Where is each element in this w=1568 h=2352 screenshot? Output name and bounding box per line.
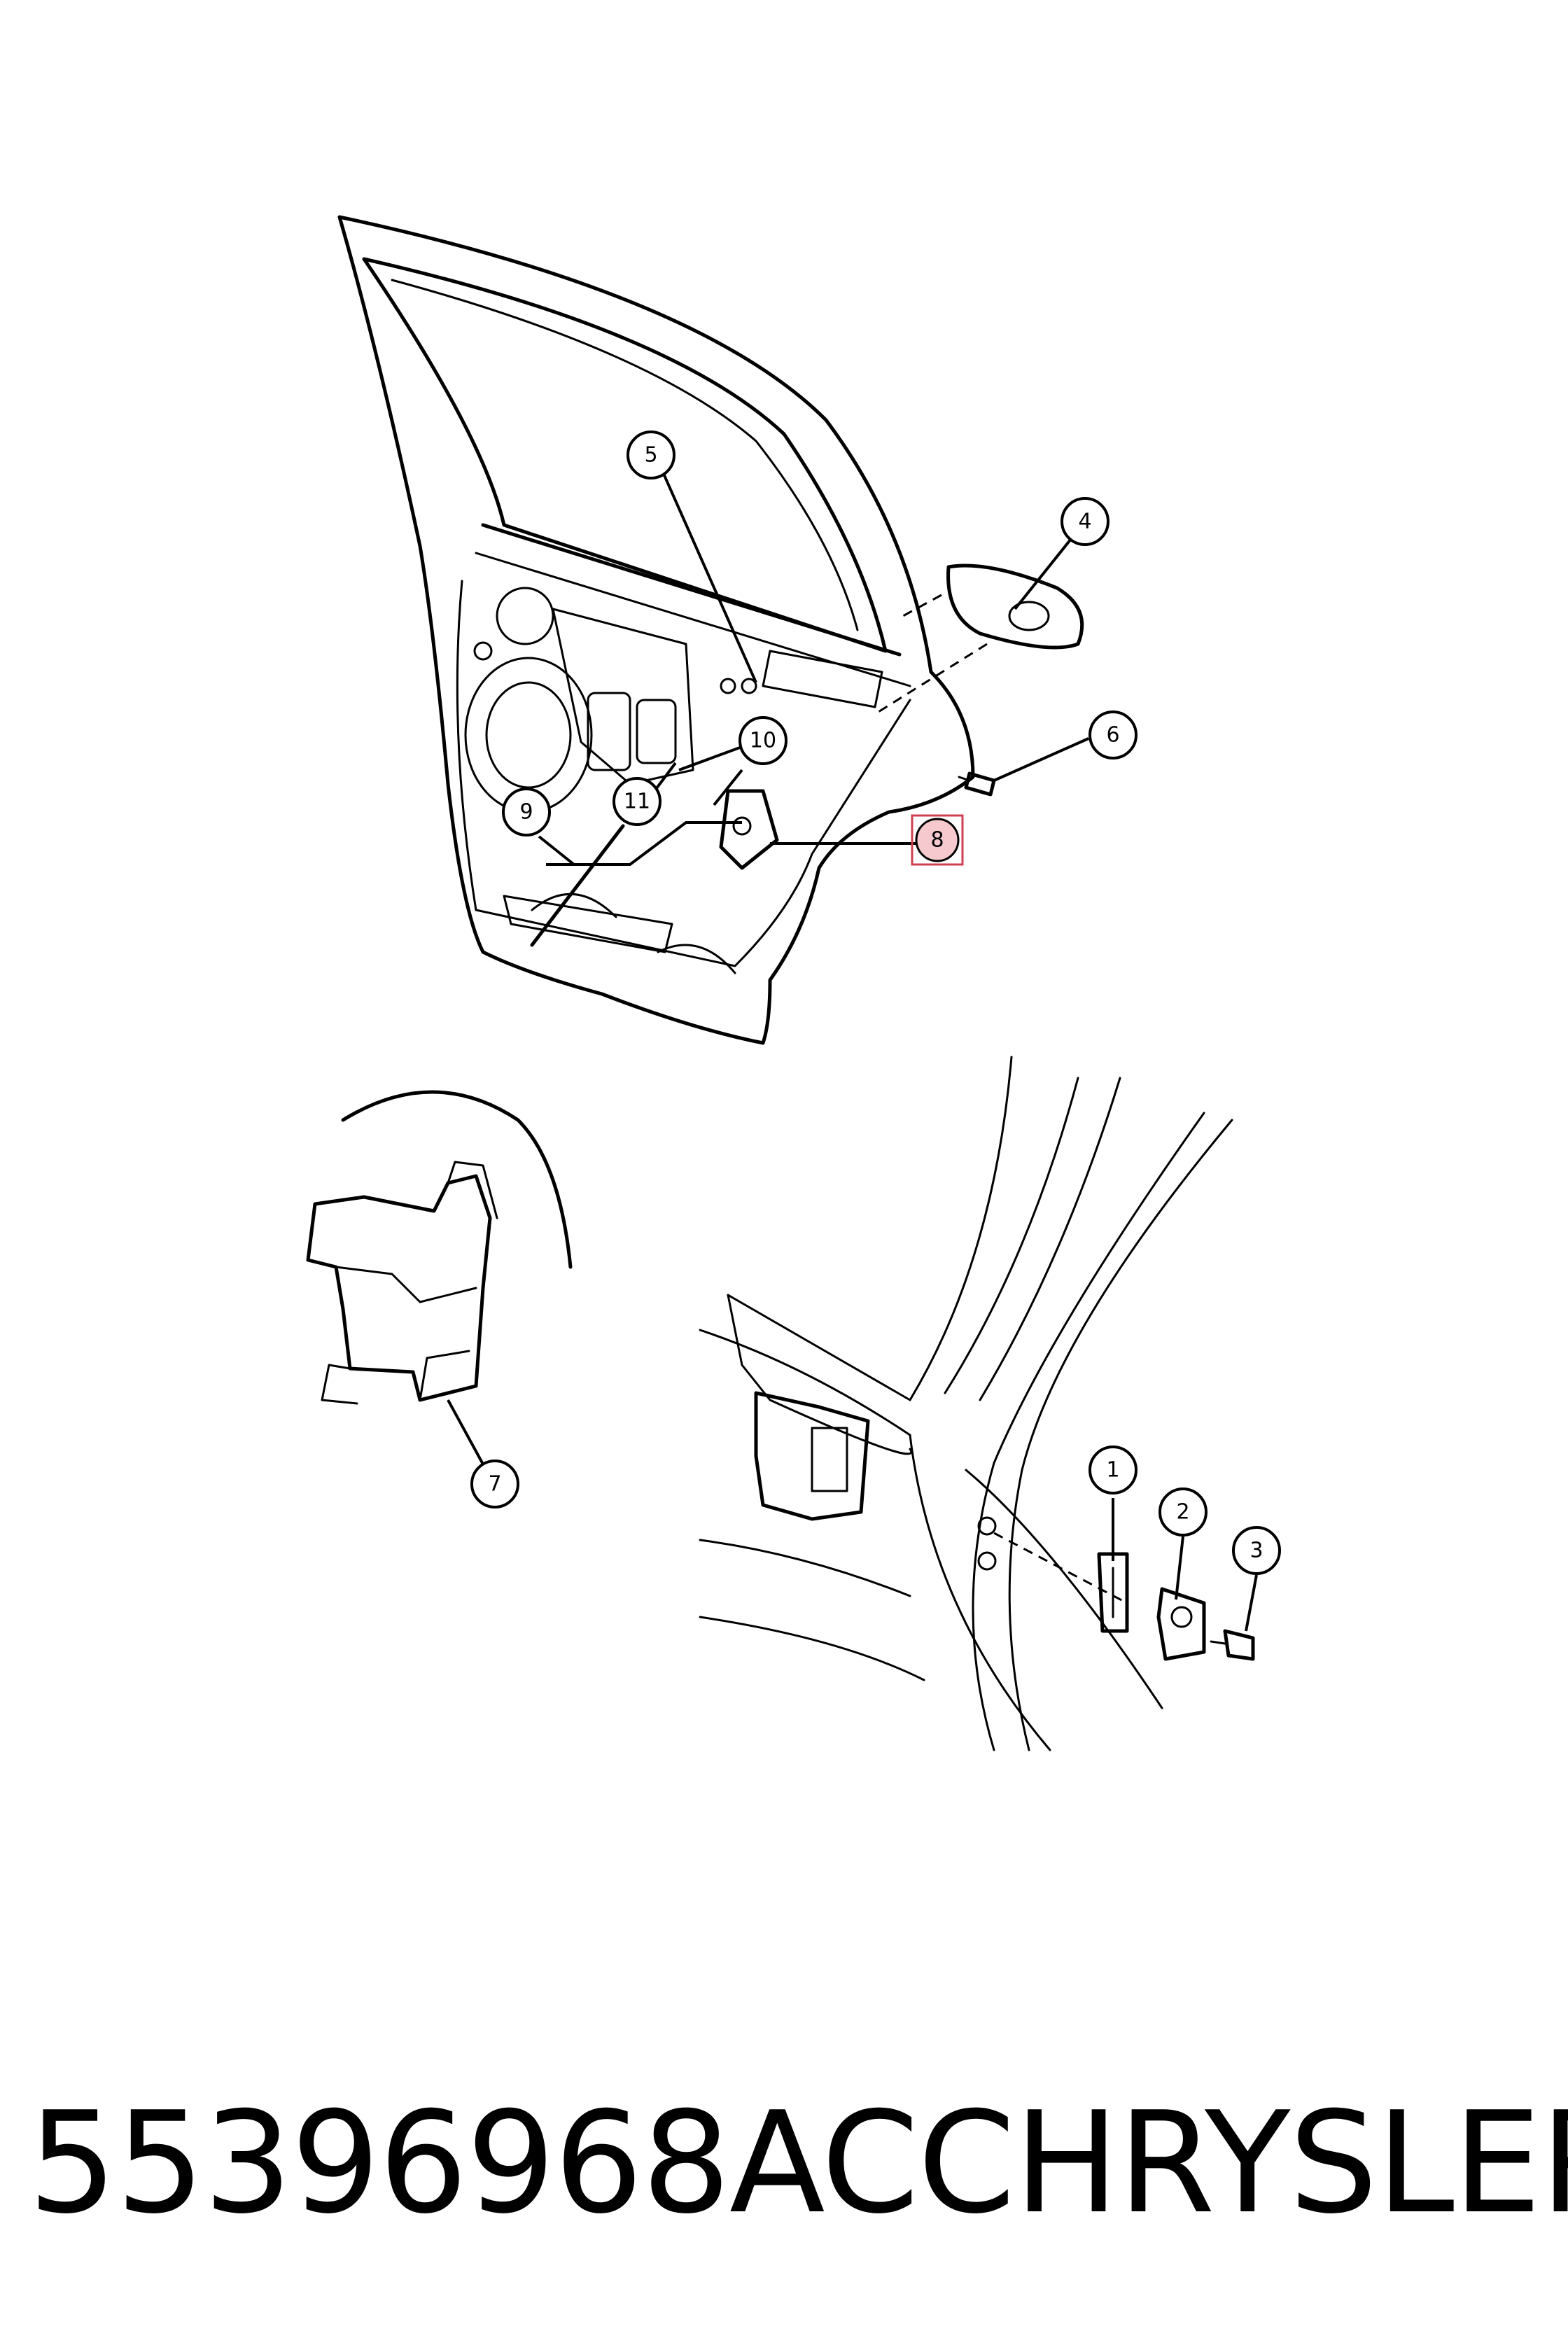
- callout-2[interactable]: 2: [1158, 1488, 1208, 1536]
- svg-text:4: 4: [1078, 510, 1091, 534]
- exterior-handle-drawing: [874, 564, 1084, 715]
- svg-text:3: 3: [1250, 1539, 1263, 1563]
- callout-6[interactable]: 6: [1088, 710, 1138, 760]
- svg-text:6: 6: [1106, 723, 1119, 748]
- callout-8-highlighted[interactable]: 8: [911, 814, 964, 866]
- svg-text:8: 8: [930, 828, 944, 853]
- rear-door-drawing: [337, 215, 975, 1045]
- callout-5[interactable]: 5: [626, 430, 676, 479]
- callout-7[interactable]: 7: [470, 1460, 519, 1508]
- callout-11[interactable]: 11: [612, 777, 662, 826]
- callout-1[interactable]: 1: [1088, 1446, 1138, 1494]
- svg-text:9: 9: [519, 800, 533, 825]
- caption: 55396968AC CHRYSLER: [28, 2072, 1568, 2254]
- callout-3[interactable]: 3: [1232, 1526, 1281, 1575]
- svg-text:10: 10: [750, 729, 776, 753]
- callout-leaders: [538, 468, 1258, 1632]
- latch-shield-drawing: [306, 824, 625, 1478]
- door-screw-drawing: [958, 771, 996, 797]
- body-pillar-drawing: [699, 1056, 1233, 1751]
- striker-parts-drawing: [1097, 1552, 1255, 1661]
- callout-4[interactable]: 4: [1060, 497, 1110, 546]
- svg-text:1: 1: [1106, 1458, 1119, 1483]
- svg-text:5: 5: [644, 443, 657, 468]
- svg-text:2: 2: [1176, 1500, 1189, 1525]
- part-number: 55396968AC: [28, 2081, 919, 2245]
- svg-text:11: 11: [624, 790, 650, 814]
- brand-name: CHRYSLER: [917, 2081, 1568, 2245]
- svg-text:7: 7: [488, 1472, 501, 1497]
- callout-10[interactable]: 10: [738, 716, 788, 765]
- callout-9[interactable]: 9: [502, 788, 551, 836]
